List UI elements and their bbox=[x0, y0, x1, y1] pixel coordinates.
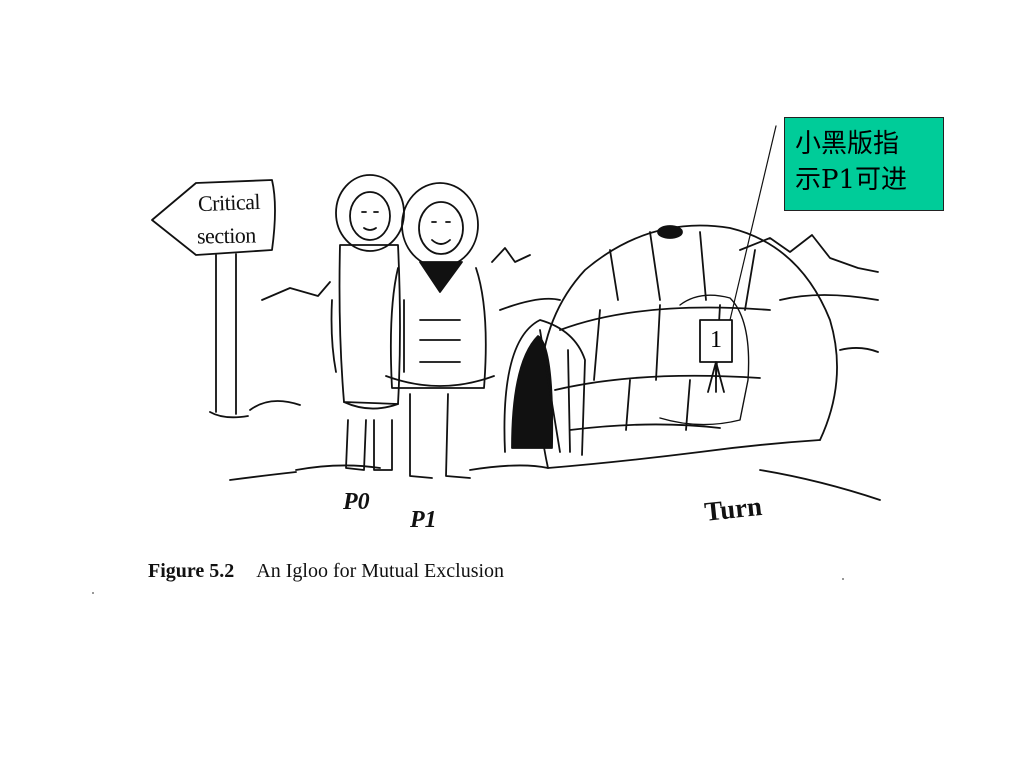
person-p0 bbox=[330, 174, 405, 471]
igloo-entrance bbox=[503, 319, 586, 456]
scan-speck bbox=[842, 578, 844, 580]
signpost-arrow bbox=[151, 179, 276, 256]
sign-text-line1: Critical bbox=[197, 188, 261, 217]
turn-board-stand bbox=[707, 361, 725, 393]
person-p1 bbox=[385, 182, 495, 479]
igloo-damaged-wall bbox=[659, 294, 750, 426]
label-p1: P1 bbox=[410, 507, 437, 533]
annotation-box: 小黑版指 示P1可进 bbox=[784, 117, 944, 211]
scan-speck bbox=[92, 592, 94, 594]
signpost-pole bbox=[209, 253, 249, 419]
label-turn: Turn bbox=[703, 490, 764, 527]
igloo bbox=[503, 224, 838, 469]
background-hills bbox=[261, 234, 879, 353]
figure-number: Figure 5.2 bbox=[148, 560, 235, 582]
label-p0: P0 bbox=[343, 489, 370, 515]
turn-board-number: 1 bbox=[710, 327, 722, 353]
sign-text-line2: section bbox=[196, 222, 257, 249]
figure-caption-text: An Igloo for Mutual Exclusion bbox=[256, 560, 505, 582]
ground-line bbox=[229, 400, 881, 501]
figure-caption: Figure 5.2 An Igloo for Mutual Exclusion bbox=[148, 560, 504, 583]
annotation-line2: 示P1可进 bbox=[795, 165, 908, 195]
annotation-pointer bbox=[729, 125, 777, 321]
annotation-line1: 小黑版指 bbox=[795, 129, 900, 159]
